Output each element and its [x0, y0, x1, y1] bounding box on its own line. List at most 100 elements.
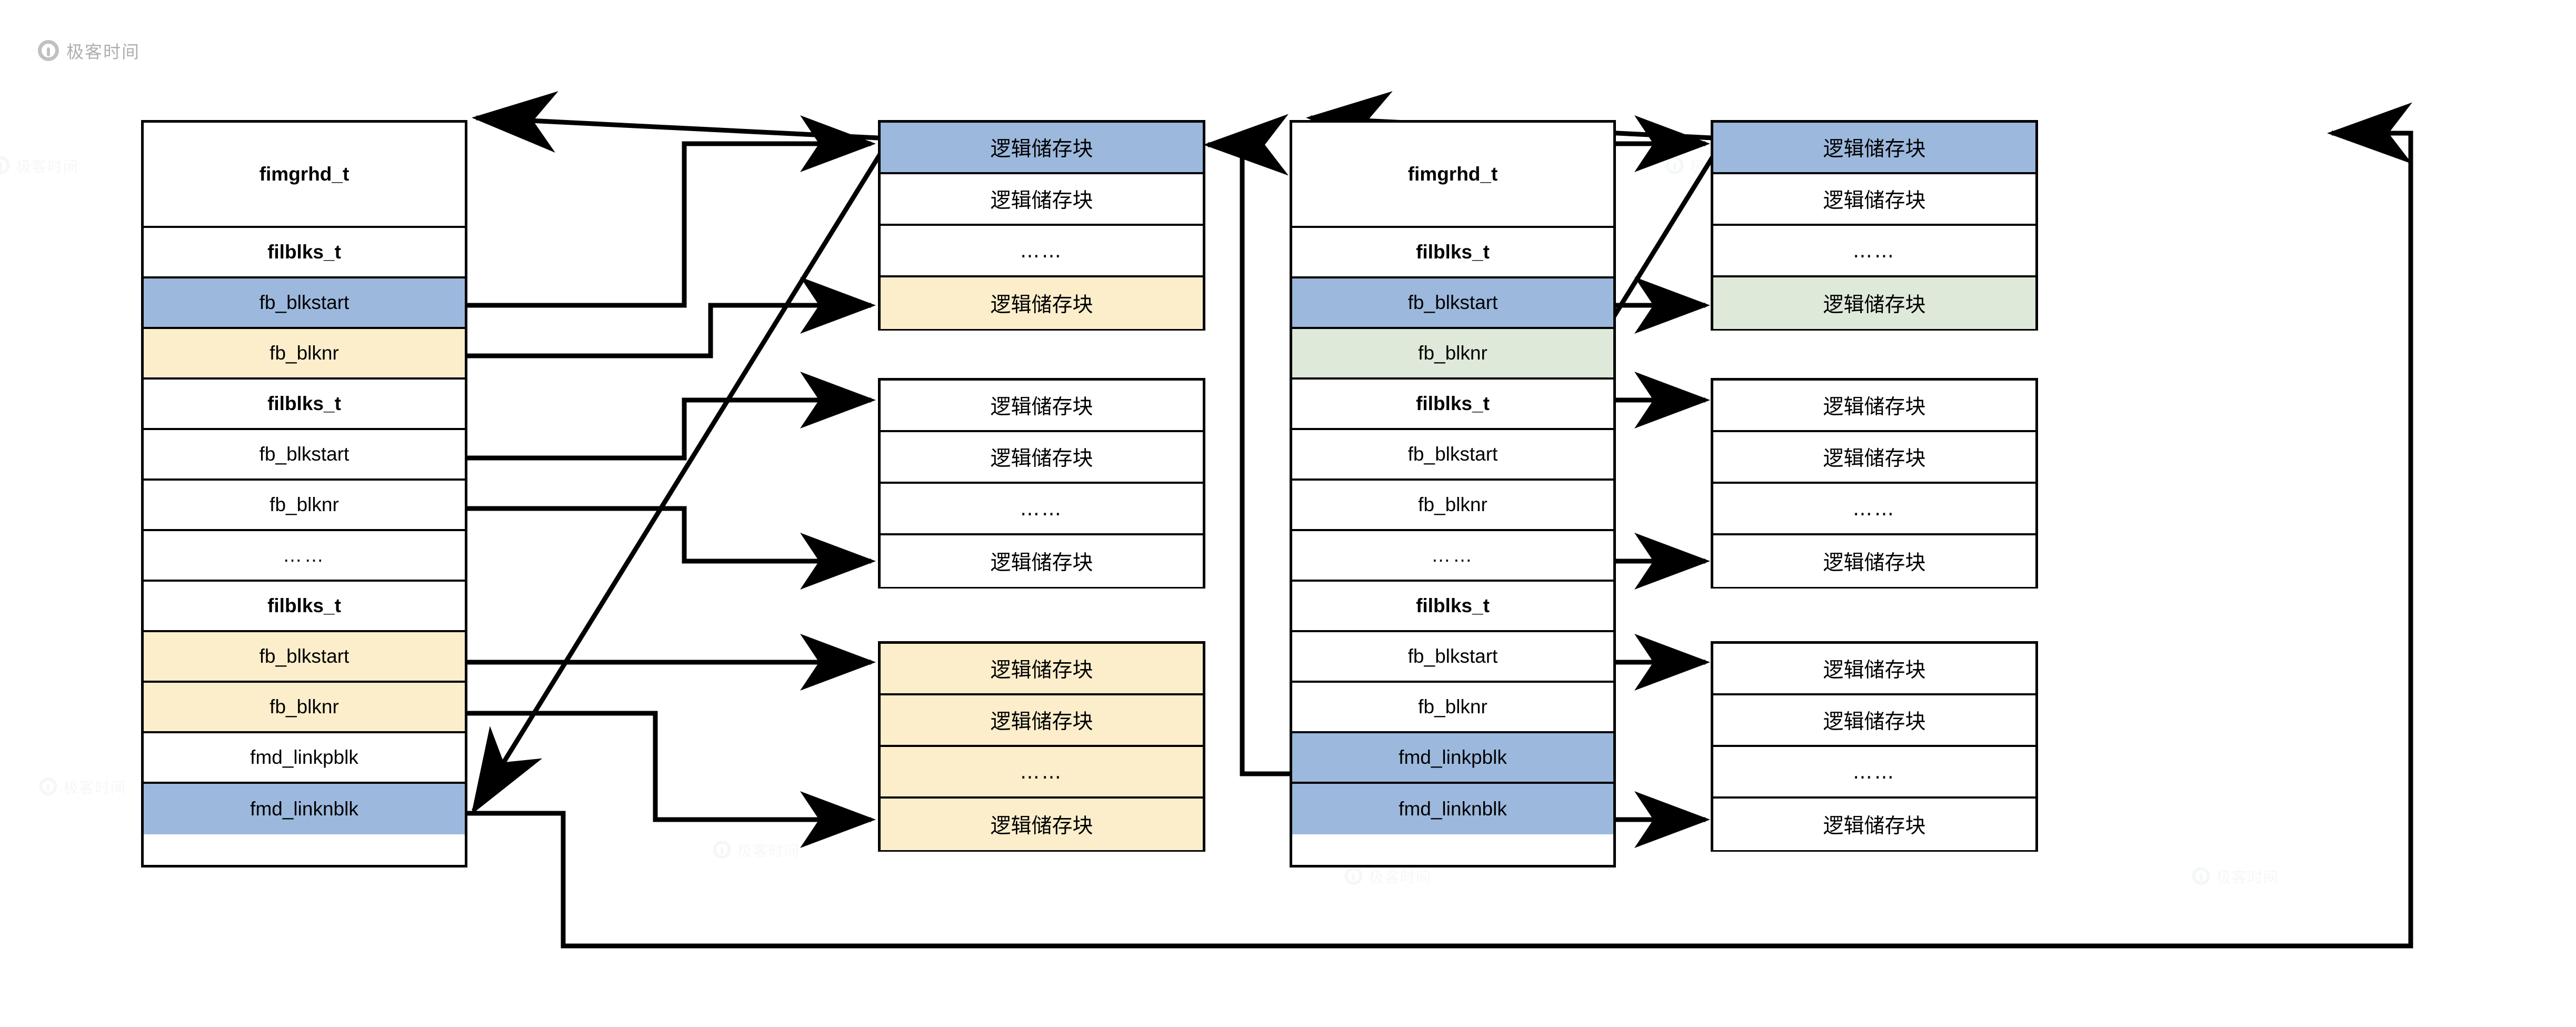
struct-left-row-3[interactable]: fb_blknr	[144, 329, 465, 380]
geektime-watermark-faint-1: 极客时间	[0, 155, 78, 176]
blocks-right-1-block-3[interactable]: 逻辑储存块	[1713, 277, 2035, 329]
wire-l-blknr1	[467, 277, 876, 358]
struct-left-row-6-label: fb_blknr	[269, 494, 339, 515]
struct-left-row-12-label: fmd_linknblk	[250, 798, 358, 820]
geektime-logo-icon	[713, 841, 731, 859]
wire-l-blkstart1	[467, 115, 876, 308]
blocks-left-3-block-1-label: 逻辑储存块	[990, 710, 1093, 734]
blocks-right-3-block-1-label: 逻辑储存块	[1823, 710, 1926, 734]
struct-right-row-3-label: fb_blknr	[1418, 342, 1487, 364]
block-group-left-2: 逻辑储存块逻辑储存块……逻辑储存块	[878, 378, 1205, 589]
blocks-right-3-block-0[interactable]: 逻辑储存块	[1713, 644, 2035, 695]
blocks-left-1-block-1[interactable]: 逻辑储存块	[881, 174, 1203, 226]
blocks-left-1-block-0[interactable]: 逻辑储存块	[881, 123, 1203, 174]
struct-right-row-6[interactable]: fb_blknr	[1292, 481, 1613, 531]
geektime-logo-icon	[0, 156, 10, 174]
struct-right-row-7[interactable]: ……	[1292, 531, 1613, 582]
blocks-left-3-block-2[interactable]: ……	[881, 747, 1203, 799]
struct-left-row-8-label: filblks_t	[267, 595, 341, 616]
blocks-right-2-block-3-label: 逻辑储存块	[1823, 551, 1926, 575]
geektime-logo-icon	[1344, 867, 1363, 885]
blocks-left-3-block-1[interactable]: 逻辑储存块	[881, 695, 1203, 747]
struct-left-row-10[interactable]: fb_blknr	[144, 683, 465, 733]
blocks-right-2-block-0[interactable]: 逻辑储存块	[1713, 381, 2035, 432]
struct-left-row-2[interactable]: fb_blkstart	[144, 278, 465, 329]
blocks-right-3-block-3-label: 逻辑储存块	[1823, 814, 1926, 838]
struct-right-row-8-label: filblks_t	[1416, 595, 1490, 616]
geektime-watermark-faint-6: 极客时间	[1344, 865, 1432, 887]
blocks-right-1-block-1[interactable]: 逻辑储存块	[1713, 174, 2035, 226]
blocks-left-2-block-0-label: 逻辑储存块	[990, 395, 1093, 419]
blocks-left-1-block-2-label: ……	[1020, 239, 1063, 262]
struct-right-row-12-label: fmd_linknblk	[1399, 798, 1507, 820]
struct-left-row-6[interactable]: fb_blknr	[144, 481, 465, 531]
geektime-logo-icon	[1665, 156, 1684, 174]
struct-left-row-1[interactable]: filblks_t	[144, 228, 465, 278]
blocks-left-2-block-3[interactable]: 逻辑储存块	[881, 535, 1203, 587]
struct-left-row-7[interactable]: ……	[144, 531, 465, 582]
struct-right-row-9[interactable]: fb_blkstart	[1292, 632, 1613, 683]
struct-right-row-4[interactable]: filblks_t	[1292, 380, 1613, 430]
struct-right-row-0[interactable]: fimgrhd_t	[1292, 123, 1613, 228]
geektime-watermark-faint-4: 极客时间	[39, 776, 126, 797]
block-group-right-2: 逻辑储存块逻辑储存块……逻辑储存块	[1711, 378, 2038, 589]
struct-left-row-7-label: ……	[283, 544, 326, 566]
blocks-left-2-block-0[interactable]: 逻辑储存块	[881, 381, 1203, 432]
geektime-logo-icon	[2192, 867, 2210, 885]
blocks-right-1-block-0-label: 逻辑储存块	[1823, 137, 1926, 161]
wire-l-blknr2	[467, 506, 876, 590]
blocks-right-2-block-3[interactable]: 逻辑储存块	[1713, 535, 2035, 587]
block-group-right-1: 逻辑储存块逻辑储存块……逻辑储存块	[1711, 120, 2038, 331]
blocks-left-3-block-0[interactable]: 逻辑储存块	[881, 644, 1203, 695]
blocks-right-2-block-1-label: 逻辑储存块	[1823, 447, 1926, 471]
blocks-left-3-block-3[interactable]: 逻辑储存块	[881, 799, 1203, 850]
struct-left-row-9-label: fb_blkstart	[259, 645, 350, 667]
struct-left-row-0-label: fimgrhd_t	[259, 163, 350, 185]
blocks-right-1-block-2[interactable]: ……	[1713, 226, 2035, 277]
blocks-right-1-block-1-label: 逻辑储存块	[1823, 189, 1926, 213]
blocks-right-2-block-0-label: 逻辑储存块	[1823, 395, 1926, 419]
blocks-left-3-block-2-label: ……	[1020, 760, 1063, 783]
struct-right-row-0-label: fimgrhd_t	[1407, 163, 1498, 185]
blocks-right-2-block-1[interactable]: 逻辑储存块	[1713, 432, 2035, 484]
struct-right-row-8[interactable]: filblks_t	[1292, 582, 1613, 632]
struct-right-row-2[interactable]: fb_blkstart	[1292, 278, 1613, 329]
blocks-right-3-block-1[interactable]: 逻辑储存块	[1713, 695, 2035, 747]
struct-right-row-1-label: filblks_t	[1416, 241, 1490, 263]
blocks-left-2-block-1[interactable]: 逻辑储存块	[881, 432, 1203, 484]
wire-l-blknr3	[467, 711, 876, 848]
geektime-logo-icon	[38, 40, 59, 61]
geektime-watermark-faint-5: 极客时间	[713, 839, 800, 861]
blocks-right-2-block-2[interactable]: ……	[1713, 484, 2035, 535]
block-group-left-3: 逻辑储存块逻辑储存块……逻辑储存块	[878, 641, 1205, 852]
blocks-left-1-block-2[interactable]: ……	[881, 226, 1203, 277]
struct-right-row-4-label: filblks_t	[1416, 393, 1490, 414]
blocks-right-3-block-2[interactable]: ……	[1713, 747, 2035, 799]
struct-left-row-9[interactable]: fb_blkstart	[144, 632, 465, 683]
struct-left-row-12[interactable]: fmd_linknblk	[144, 784, 465, 834]
struct-right-row-12[interactable]: fmd_linknblk	[1292, 784, 1613, 834]
struct-left-row-4[interactable]: filblks_t	[144, 380, 465, 430]
blocks-right-1-block-2-label: ……	[1853, 239, 1896, 262]
blocks-left-1-block-0-label: 逻辑储存块	[990, 137, 1093, 161]
struct-right-row-1[interactable]: filblks_t	[1292, 228, 1613, 278]
watermark-label: 极客时间	[66, 42, 140, 62]
geektime-watermark-faint-7: 极客时间	[2192, 865, 2279, 887]
struct-right-row-5[interactable]: fb_blkstart	[1292, 430, 1613, 481]
struct-right-row-3[interactable]: fb_blknr	[1292, 329, 1613, 380]
blocks-left-1-block-3[interactable]: 逻辑储存块	[881, 277, 1203, 329]
struct-right-row-11[interactable]: fmd_linkpblk	[1292, 733, 1613, 784]
struct-left-row-0[interactable]: fimgrhd_t	[144, 123, 465, 228]
struct-left-row-5-label: fb_blkstart	[259, 443, 350, 465]
blocks-right-1-block-0[interactable]: 逻辑储存块	[1713, 123, 2035, 174]
blocks-left-2-block-2[interactable]: ……	[881, 484, 1203, 535]
blocks-right-3-block-3[interactable]: 逻辑储存块	[1713, 799, 2035, 850]
blocks-right-1-block-3-label: 逻辑储存块	[1823, 293, 1926, 317]
struct-right-row-10[interactable]: fb_blknr	[1292, 683, 1613, 733]
struct-left-row-5[interactable]: fb_blkstart	[144, 430, 465, 481]
struct-left-row-11[interactable]: fmd_linkpblk	[144, 733, 465, 784]
struct-left-row-8[interactable]: filblks_t	[144, 582, 465, 632]
